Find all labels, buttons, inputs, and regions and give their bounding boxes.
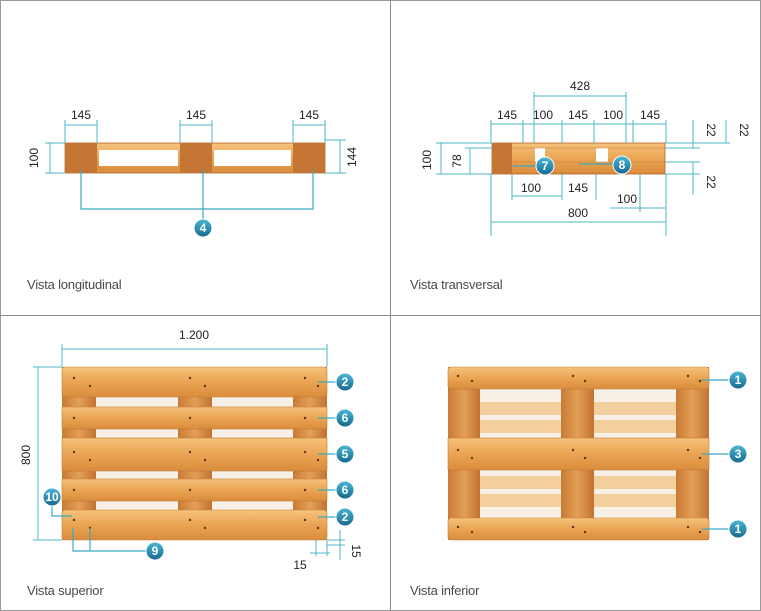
caption-vista-transversal: Vista transversal — [410, 277, 503, 292]
transversal-dim-428: 428 — [570, 79, 590, 93]
longitudinal-block-left — [65, 143, 97, 173]
superior-board-2 — [61, 406, 328, 430]
callout-badge-6-bottom — [335, 480, 355, 500]
superior-board-1 — [61, 366, 328, 398]
callout-label-8: 8 — [619, 158, 626, 172]
caption-vista-superior: Vista superior — [27, 583, 104, 598]
callout-label-7: 7 — [542, 159, 549, 173]
callout-badge-1-bottom — [728, 519, 748, 539]
transversal-gap-1 — [535, 148, 545, 162]
transversal-dim-22-c: 22 — [704, 175, 718, 189]
transversal-dim-145-a: 145 — [497, 108, 517, 122]
callout-badge-10 — [42, 487, 62, 507]
panel-divider-horizontal — [0, 315, 761, 316]
longitudinal-block-right — [293, 143, 325, 173]
callout-badge-2-bottom — [335, 507, 355, 527]
transversal-dim-100-b: 100 — [603, 108, 623, 122]
inferior-board-bottom — [447, 517, 710, 541]
superior-dim-height: 800 — [19, 445, 33, 465]
transversal-view: 428 145 100 145 100 145 22 22 22 100 78 — [420, 79, 751, 236]
inferior-board-top — [447, 366, 710, 390]
longitudinal-dim-145-left: 145 — [71, 108, 91, 122]
caption-vista-longitudinal: Vista longitudinal — [27, 277, 122, 292]
callout-label-6-top: 6 — [342, 411, 349, 425]
callout-label-1-top: 1 — [735, 373, 742, 387]
caption-vista-inferior: Vista inferior — [410, 583, 480, 598]
transversal-pallet-body — [491, 142, 666, 175]
longitudinal-block-center — [180, 143, 212, 173]
callout-label-2-bottom: 2 — [342, 510, 349, 524]
transversal-dim-800: 800 — [568, 206, 588, 220]
transversal-dim-145-bottom: 145 — [568, 181, 588, 195]
callout-badge-8 — [612, 155, 632, 175]
transversal-dim-100-right: 100 — [617, 192, 637, 206]
callout-label-10: 10 — [45, 490, 59, 504]
transversal-dim-145-b: 145 — [568, 108, 588, 122]
callout-badge-7 — [535, 156, 555, 176]
longitudinal-gap-left — [99, 150, 178, 166]
longitudinal-dim-145-center: 145 — [186, 108, 206, 122]
callout-label-1-bottom: 1 — [735, 522, 742, 536]
inferior-board-middle — [447, 437, 710, 471]
longitudinal-dim-144: 144 — [345, 147, 359, 167]
transversal-block-left — [492, 143, 512, 174]
transversal-gap-2 — [596, 148, 608, 162]
transversal-dim-100-a: 100 — [533, 108, 553, 122]
callout-badge-6-top — [335, 408, 355, 428]
transversal-dim-100-height: 100 — [420, 150, 434, 170]
superior-board-3 — [61, 437, 328, 472]
transversal-dim-100-bottom: 100 — [521, 181, 541, 195]
superior-dim-15-right: 15 — [349, 544, 363, 558]
transversal-dim-22-a: 22 — [704, 123, 718, 137]
callout-label-2-top: 2 — [342, 375, 349, 389]
superior-dim-15-bottom: 15 — [293, 558, 307, 572]
panel-divider-vertical — [390, 0, 391, 611]
longitudinal-dim-145-right: 145 — [299, 108, 319, 122]
callout-badge-1-top — [728, 370, 748, 390]
callout-badge-4 — [193, 218, 213, 238]
transversal-dim-22-b: 22 — [737, 123, 751, 137]
inferior-view: 1 3 1 — [447, 366, 748, 541]
superior-view: 1.200 800 15 15 2 6 5 6 2 10 — [19, 328, 363, 572]
transversal-dim-145-c: 145 — [640, 108, 660, 122]
longitudinal-dim-100: 100 — [27, 148, 41, 168]
longitudinal-gap-right — [214, 150, 291, 166]
callout-label-4: 4 — [200, 221, 207, 235]
callout-label-3: 3 — [735, 447, 742, 461]
callout-label-5: 5 — [342, 447, 349, 461]
callout-label-6-bottom: 6 — [342, 483, 349, 497]
callout-badge-3 — [728, 444, 748, 464]
transversal-dim-78: 78 — [450, 154, 464, 168]
superior-board-5 — [61, 509, 328, 541]
callout-label-9: 9 — [152, 544, 159, 558]
superior-board-4 — [61, 478, 328, 502]
callout-badge-5 — [335, 444, 355, 464]
callout-badge-2-top — [335, 372, 355, 392]
longitudinal-view: 145 145 145 100 144 4 — [27, 108, 359, 238]
callout-badge-9 — [145, 541, 165, 561]
superior-dim-width: 1.200 — [179, 328, 209, 342]
